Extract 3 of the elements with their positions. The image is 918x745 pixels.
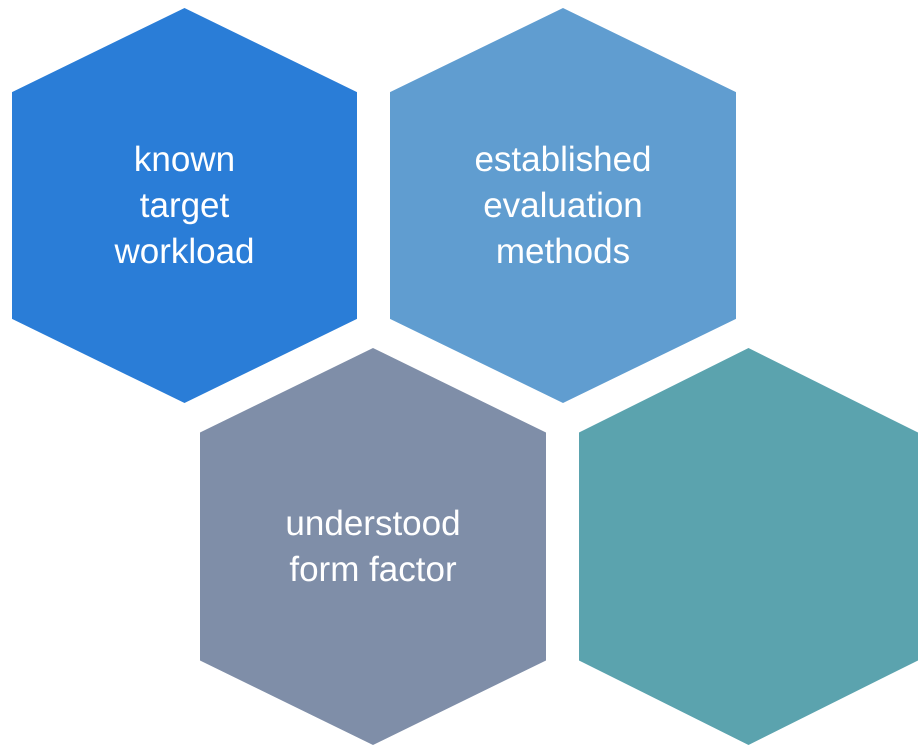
hexagon-label: established evaluation methods: [473, 138, 653, 272]
hexagon-label: understood form factor: [284, 502, 462, 590]
hexagon-label: known target workload: [113, 138, 256, 272]
